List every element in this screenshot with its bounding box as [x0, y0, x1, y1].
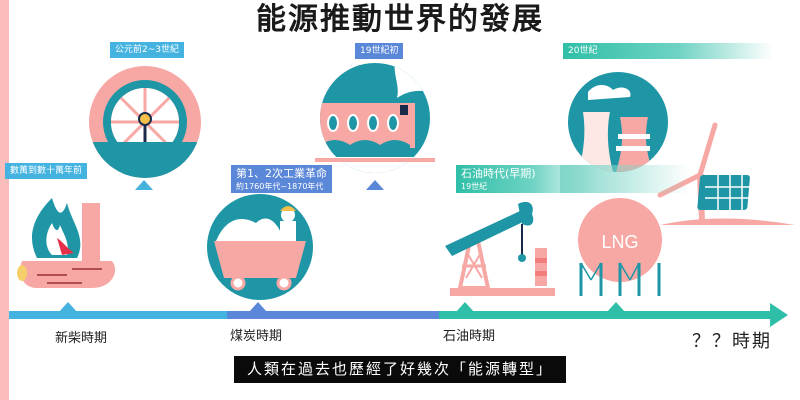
axis-arrow-head: [770, 303, 788, 327]
steam-train-icon: [315, 63, 435, 173]
oil-pump-icon: [445, 201, 555, 296]
period-firewood: 新柴時期: [55, 331, 108, 346]
tag-firewood-text: 數萬到數十萬年前: [10, 166, 83, 176]
marker-firewood: [59, 302, 77, 312]
tag-modern-text: 20世紀: [568, 46, 598, 56]
caption-subtitle: 人類在過去也歷經了好幾次「能源轉型」: [234, 356, 566, 383]
period-oil: 石油時期: [443, 329, 496, 344]
marker-coal: [249, 302, 267, 312]
tag-modern-band: [560, 165, 690, 193]
tag-waterwheel: 公元前2~3世紀: [110, 42, 184, 58]
tag-train: 19世紀初: [355, 43, 404, 59]
tag-train-text: 19世紀初: [360, 46, 399, 56]
period-unknown: ？？時期: [692, 331, 772, 352]
wind-solar-icon: [657, 122, 795, 225]
tag-coal: 第1、2次工業革命 約1760年代~1870年代: [231, 165, 332, 193]
marker-modern: [607, 302, 625, 312]
tag-coal-text: 第1、2次工業革命: [236, 167, 327, 180]
marker-oil: [456, 302, 474, 312]
lng-tank-icon: LNG: [578, 198, 662, 296]
marker-waterwheel: [135, 180, 153, 190]
fire-wood-icon: [17, 198, 116, 288]
tag-oil-text: 石油時代(早期): [461, 167, 536, 180]
lng-label: LNG: [601, 232, 638, 252]
tag-waterwheel-text: 公元前2~3世紀: [115, 45, 179, 55]
marker-train: [366, 180, 384, 190]
axis-firewood-segment: [9, 311, 227, 319]
water-wheel-icon: [89, 66, 201, 178]
period-coal: 煤炭時期: [230, 329, 283, 344]
axis-coal-segment: [227, 311, 439, 319]
tag-coal-subtext: 約1760年代~1870年代: [236, 182, 324, 191]
tag-oil-subtext: 19世紀: [461, 182, 488, 191]
tag-firewood: 數萬到數十萬年前: [5, 163, 88, 179]
axis-oil-segment: [439, 311, 773, 319]
mine-cart-icon: [207, 194, 313, 300]
tag-modern: 20世紀: [563, 43, 773, 59]
page-title: 能源推動世界的發展: [256, 2, 544, 37]
cooling-tower-icon: [568, 72, 668, 172]
left-accent-strip: [0, 0, 9, 400]
